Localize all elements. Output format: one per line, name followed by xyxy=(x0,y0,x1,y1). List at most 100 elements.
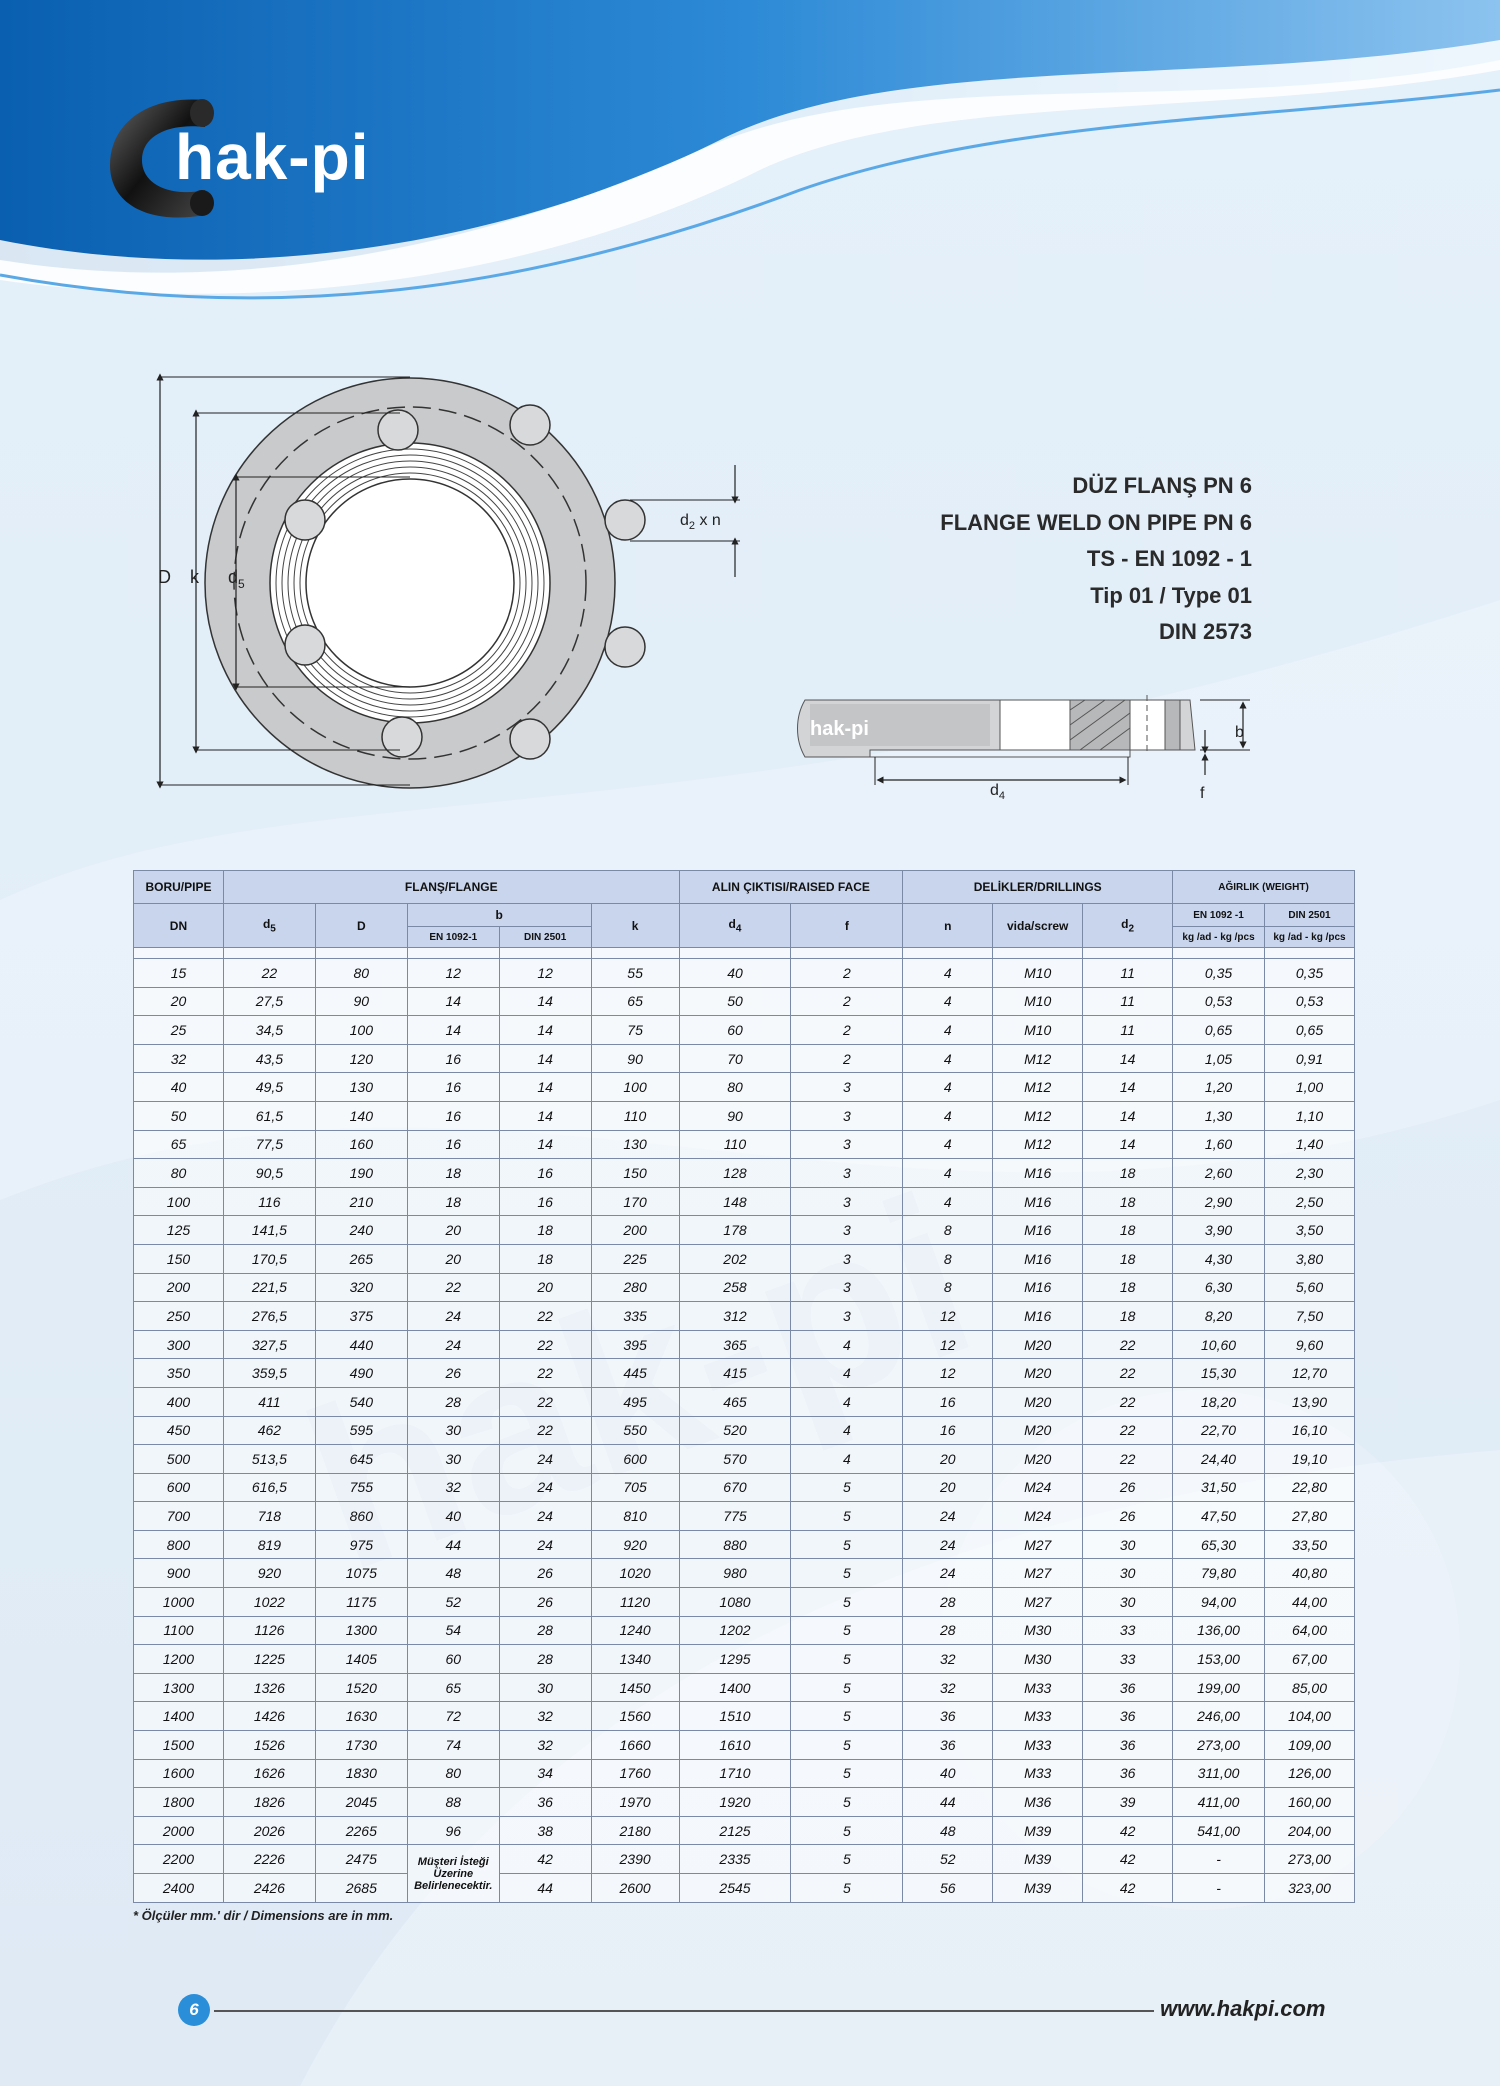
table-cell: 3 xyxy=(790,1243,904,1274)
table-cell: 495 xyxy=(590,1386,680,1417)
table-cell: 40 xyxy=(133,1072,224,1102)
header-b-din: DIN 2501 xyxy=(498,926,592,948)
table-cell: 3 xyxy=(790,1301,904,1331)
table-cell: 2335 xyxy=(678,1844,792,1874)
table-cell: 20 xyxy=(902,1472,994,1503)
table-cell: 16 xyxy=(902,1386,994,1417)
table-cell: 16 xyxy=(498,1158,592,1188)
table-cell: 32 xyxy=(133,1043,224,1074)
hakpi-logo xyxy=(110,99,214,218)
table-cell: 26 xyxy=(406,1358,500,1388)
table-cell: M16 xyxy=(992,1158,1084,1188)
table-cell: 1100 xyxy=(133,1615,224,1646)
table-cell: 30 xyxy=(406,1415,500,1446)
table-cell: 800 xyxy=(133,1529,224,1560)
table-cell: 415 xyxy=(678,1358,792,1388)
table-cell: 5 xyxy=(790,1472,904,1503)
table-cell: 8,20 xyxy=(1172,1301,1265,1331)
table-cell: M16 xyxy=(992,1301,1084,1331)
table-cell: 36 xyxy=(1082,1672,1174,1703)
table-cell: 440 xyxy=(314,1329,408,1360)
table-cell: 18 xyxy=(498,1215,592,1245)
table-cell: 4 xyxy=(790,1415,904,1446)
table-cell: 6,30 xyxy=(1172,1272,1265,1303)
table-cell: 775 xyxy=(678,1501,792,1531)
table-cell: 250 xyxy=(133,1301,224,1331)
table-cell: 44 xyxy=(498,1873,592,1903)
website-link[interactable]: www.hakpi.com xyxy=(1160,1996,1326,2021)
title-line: Tip 01 / Type 01 xyxy=(1090,582,1252,608)
title-line: TS - EN 1092 - 1 xyxy=(1086,546,1252,571)
table-cell: 2390 xyxy=(590,1844,680,1874)
table-cell: 1730 xyxy=(314,1730,408,1760)
table-cell: 2,60 xyxy=(1172,1158,1265,1188)
table-cell: 60 xyxy=(406,1644,500,1674)
table-cell: 16 xyxy=(406,1043,500,1074)
table-cell: 110 xyxy=(590,1100,680,1131)
table-cell: 2180 xyxy=(590,1815,680,1846)
logo-text: hak-pi xyxy=(175,121,370,193)
table-cell: 1300 xyxy=(133,1672,224,1703)
table-cell: 3 xyxy=(790,1100,904,1131)
table-cell: 20 xyxy=(133,986,224,1017)
table-cell: 5 xyxy=(790,1672,904,1703)
table-cell: 1300 xyxy=(314,1615,408,1646)
table-cell: 755 xyxy=(314,1472,408,1503)
table-cell: 11 xyxy=(1082,1015,1174,1045)
table-cell: 1710 xyxy=(678,1758,792,1789)
table-cell: 819 xyxy=(222,1529,316,1560)
table-cell: 24 xyxy=(902,1529,994,1560)
table-cell: 5 xyxy=(790,1758,904,1789)
table-cell: 22 xyxy=(498,1358,592,1388)
table-cell: 1830 xyxy=(314,1758,408,1789)
table-cell: 16 xyxy=(498,1186,592,1217)
table-cell: 32 xyxy=(902,1672,994,1703)
table-cell: 1000 xyxy=(133,1587,224,1617)
table-cell: 28 xyxy=(498,1644,592,1674)
table-cell: 1400 xyxy=(678,1672,792,1703)
table-cell: 3 xyxy=(790,1158,904,1188)
table-cell: M30 xyxy=(992,1644,1084,1674)
title-line: DIN 2573 xyxy=(1159,619,1252,644)
table-cell: 90 xyxy=(678,1100,792,1131)
table-cell: 15 xyxy=(133,958,224,988)
flange-drawing: D k d5 d2 x n hak-pi b f d4 xyxy=(156,373,1250,802)
table-cell: 4 xyxy=(902,1129,994,1160)
small-logo-text: hak-pi xyxy=(810,718,869,740)
table-cell: M33 xyxy=(992,1758,1084,1789)
table-cell: 24 xyxy=(406,1301,500,1331)
table-cell: 359,5 xyxy=(222,1358,316,1388)
table-cell: 20 xyxy=(902,1444,994,1474)
table-cell: 1,30 xyxy=(1172,1100,1265,1131)
table-cell: 16,10 xyxy=(1264,1415,1355,1446)
table-cell: 80 xyxy=(406,1758,500,1789)
table-cell: 65 xyxy=(406,1672,500,1703)
table-cell: 18 xyxy=(1082,1215,1174,1245)
table-cell: 160,00 xyxy=(1264,1787,1355,1817)
table-cell: 22 xyxy=(222,958,316,988)
table-cell: M16 xyxy=(992,1215,1084,1245)
table-cell: 28 xyxy=(902,1587,994,1617)
label-d4: d4 xyxy=(990,782,1005,802)
table-cell: 1120 xyxy=(590,1587,680,1617)
table-cell: 513,5 xyxy=(222,1444,316,1474)
table-cell: 42 xyxy=(498,1844,592,1874)
table-cell: 100 xyxy=(133,1186,224,1217)
table-cell: 79,80 xyxy=(1172,1558,1265,1589)
table-cell: 8 xyxy=(902,1215,994,1245)
table-cell: 36 xyxy=(1082,1730,1174,1760)
table-cell: 22,70 xyxy=(1172,1415,1265,1446)
table-cell: 920 xyxy=(590,1529,680,1560)
table-cell: 22 xyxy=(1082,1386,1174,1417)
table-cell: 225 xyxy=(590,1243,680,1274)
table-cell: 3 xyxy=(790,1215,904,1245)
table-cell: 18 xyxy=(1082,1186,1174,1217)
